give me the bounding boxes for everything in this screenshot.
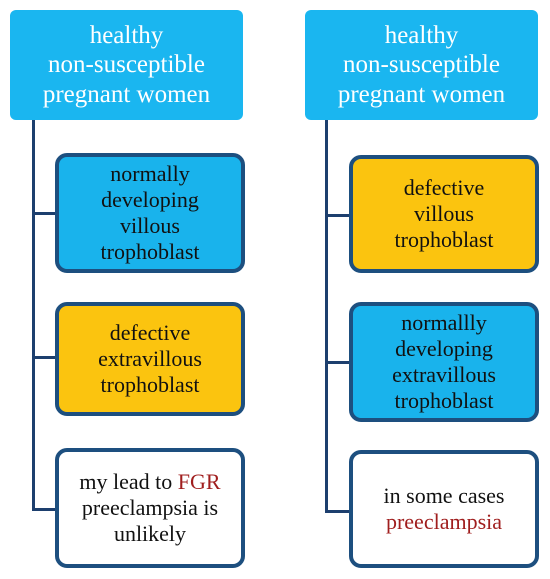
right-box3-line-1: in some cases [383,483,505,509]
left-box1-line-1: normally [110,161,190,187]
left-branch-1 [32,212,56,215]
right-root-line-3: pregnant women [337,80,506,108]
left-box1-line-3: villous [120,213,180,238]
left-box-outcome: my lead to FGR preeclampsia is unlikely [55,448,245,568]
left-box3-fgr-highlight: FGR [177,469,221,495]
right-box2-line-3: extravillous [392,362,496,387]
left-box-villous-trophoblast: normally developing villous trophoblast [55,153,245,273]
left-root-line-3: pregnant women [42,80,211,108]
right-box-villous-trophoblast: defective villous trophoblast [349,155,539,273]
left-box2-line-2: extravillous [98,346,202,372]
right-box3-preeclampsia-highlight: preeclampsia [385,509,503,534]
right-box1-line-3: trophoblast [394,226,494,252]
left-box1-line-2: developing [101,187,199,213]
left-box2-line-1: defective [109,320,191,346]
right-branch-2 [325,361,350,364]
left-box3-line-1-prefix: my lead to [79,469,178,495]
right-box-outcome: in some cases preeclampsia [349,450,539,568]
right-root-line-1: healthy [384,21,459,49]
right-box2-line-1: normallly [401,310,487,336]
right-root-line-2: non-susceptible [343,51,500,79]
left-branch-3 [32,508,56,511]
right-box1-line-2: villous [414,201,474,227]
left-box3-line-3: unlikely [113,520,187,546]
right-box2-line-4: trophoblast [394,387,494,413]
right-box2-line-2: developing [395,336,493,362]
left-box3-line-2: preeclampsia is [81,495,219,521]
right-box-extravillous-trophoblast: normallly developing extravillous tropho… [349,302,539,422]
right-branch-1 [325,214,350,217]
left-root-box: healthy non-susceptible pregnant women [10,10,243,120]
left-box2-line-3: trophoblast [100,371,200,397]
right-branch-3 [325,510,350,513]
left-root-line-2: non-susceptible [48,51,205,79]
left-root-line-1: healthy [89,21,164,49]
left-trunk-line [32,120,35,511]
right-trunk-line [325,120,328,513]
right-box1-line-1: defective [403,175,485,201]
left-branch-2 [32,356,56,359]
right-root-box: healthy non-susceptible pregnant women [305,10,538,120]
left-box-extravillous-trophoblast: defective extravillous trophoblast [55,302,245,416]
left-box1-line-4: trophoblast [100,238,200,264]
